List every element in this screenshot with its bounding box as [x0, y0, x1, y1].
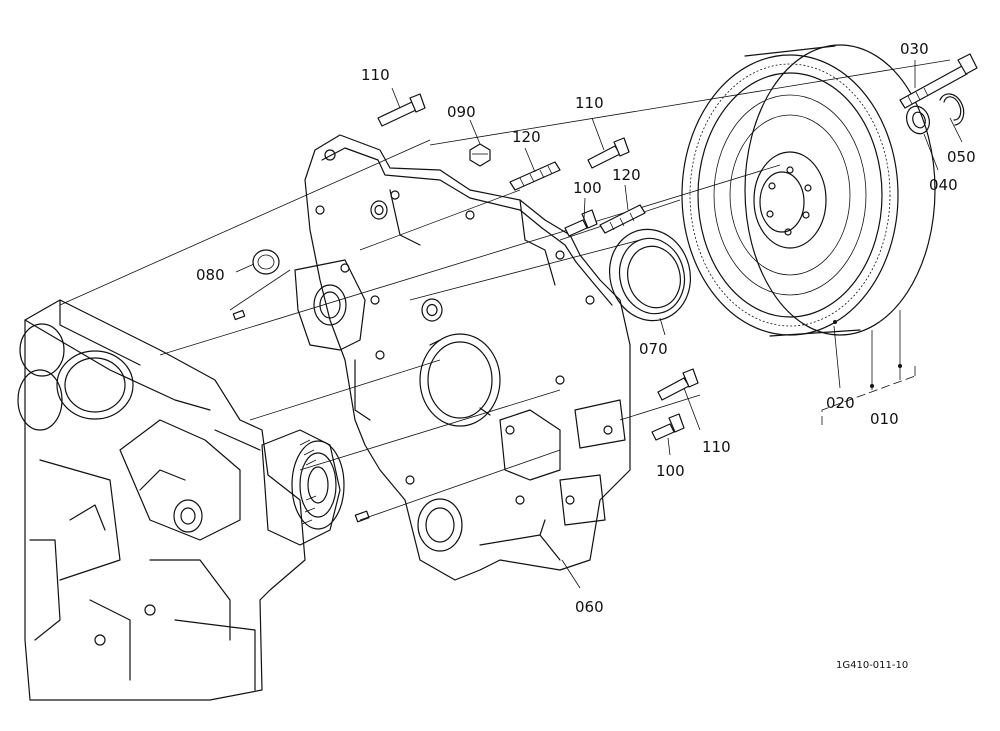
callout-100-lower: 100: [656, 462, 685, 480]
callout-110-top: 110: [361, 66, 390, 84]
callout-060: 060: [575, 598, 604, 616]
flywheel-bolt-030: [899, 53, 978, 109]
callout-120-left: 120: [512, 128, 541, 146]
bolt-100-lower: [651, 413, 685, 441]
assembly-center-lines: [59, 59, 951, 521]
callout-labels: 110 090 120 110 100 120 080 070 110 100 …: [196, 40, 976, 671]
washer-040: [906, 105, 930, 135]
crankshaft-gear: [261, 429, 345, 546]
bolt-110-top: [377, 93, 426, 127]
flywheel-assembly: [681, 44, 936, 337]
drawing-code: 1G410-011-10: [836, 660, 908, 671]
oil-seal-070: [608, 228, 692, 322]
gear-case: [294, 134, 631, 581]
assembly-bracket-010: [821, 310, 916, 425]
callout-030: 030: [900, 40, 929, 58]
engine-block: [17, 299, 306, 701]
callout-040: 040: [929, 176, 958, 194]
ring-050: [939, 93, 965, 126]
bolt-100-upper: [564, 209, 598, 237]
stud-120-right: [599, 204, 646, 234]
callout-010: 010: [870, 410, 899, 428]
plug-080: [252, 249, 280, 275]
callout-070: 070: [639, 340, 668, 358]
bolt-110-middle: [587, 137, 630, 169]
callout-090: 090: [447, 103, 476, 121]
bolt-110-lower: [657, 368, 699, 401]
callout-080: 080: [196, 266, 225, 284]
callout-110-middle: 110: [575, 94, 604, 112]
callout-110-lower: 110: [702, 438, 731, 456]
plug-090: [469, 143, 491, 167]
callout-050: 050: [947, 148, 976, 166]
callout-120-right: 120: [612, 166, 641, 184]
callout-100-upper: 100: [573, 179, 602, 197]
stud-120-left: [509, 161, 561, 191]
dowel-pins: [232, 309, 370, 523]
callout-020: 020: [826, 394, 855, 412]
leader-lines: [235, 60, 963, 589]
